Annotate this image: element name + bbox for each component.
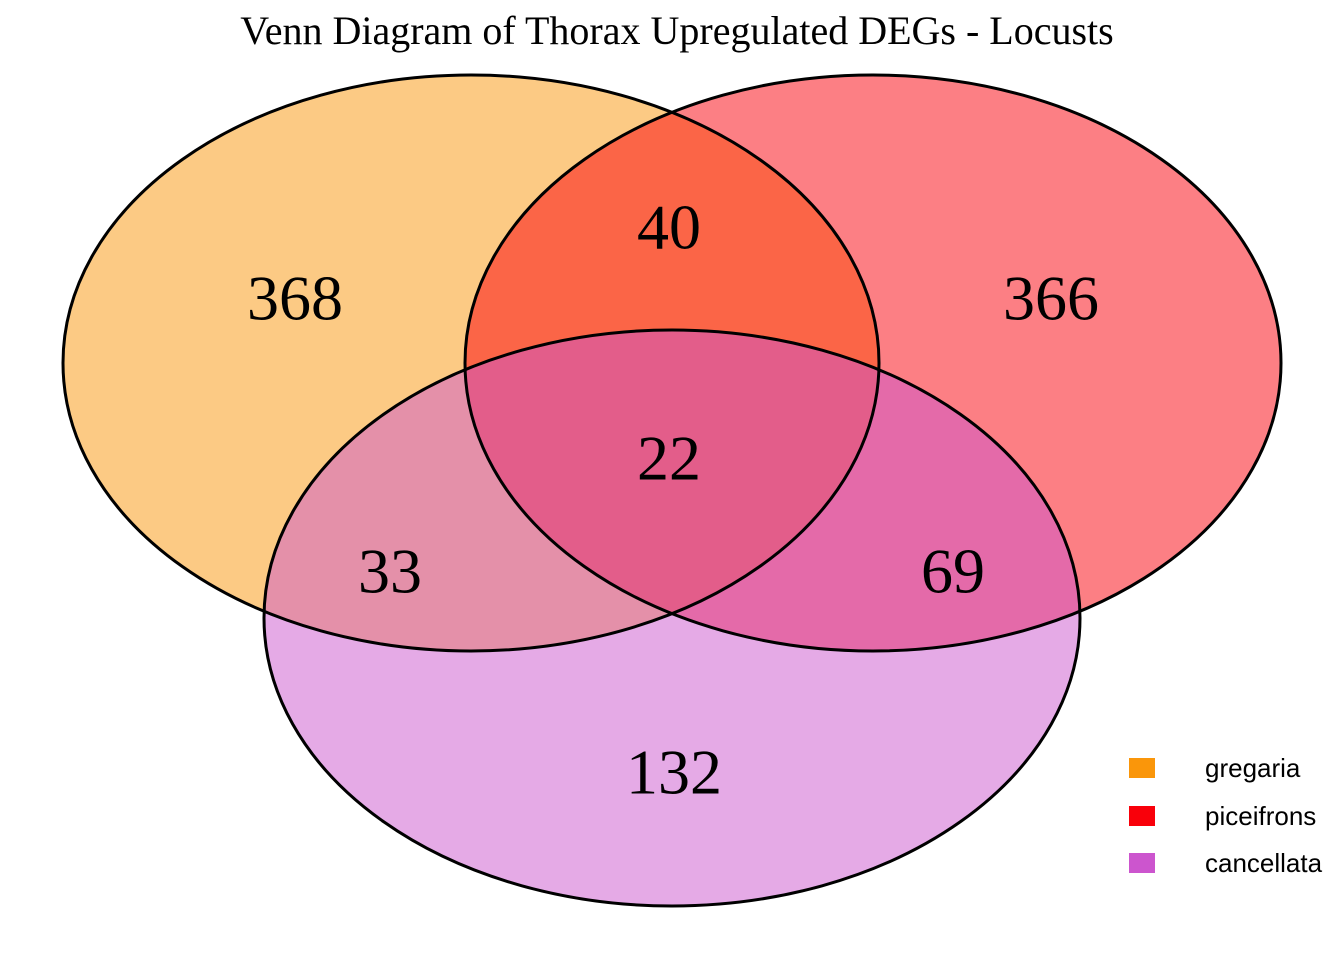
count-gregaria-piceifrons: 40 [637,191,701,262]
legend-swatch-piceifrons [1129,806,1155,826]
cancellata-ellipse [264,330,1080,906]
legend-swatch-cancellata [1129,853,1155,873]
piceifrons-outline [463,73,1283,653]
count-cancellata-only: 132 [626,736,722,807]
legend-label-gregaria: gregaria [1205,753,1301,783]
gregaria-outline [61,73,881,653]
chart-title: Venn Diagram of Thorax Upregulated DEGs … [240,8,1113,53]
legend-swatch-gregaria [1129,758,1155,778]
count-gregaria-cancellata: 33 [358,535,422,606]
legend-label-cancellata: cancellata [1205,848,1323,878]
legend: gregaria piceifrons cancellata [1129,753,1323,878]
count-gregaria-only: 368 [247,262,343,333]
count-piceifrons-only: 366 [1003,262,1099,333]
legend-label-piceifrons: piceifrons [1205,801,1316,831]
count-piceifrons-cancellata: 69 [921,535,985,606]
cancellata-outline [262,328,1082,908]
count-all-three: 22 [637,422,701,493]
